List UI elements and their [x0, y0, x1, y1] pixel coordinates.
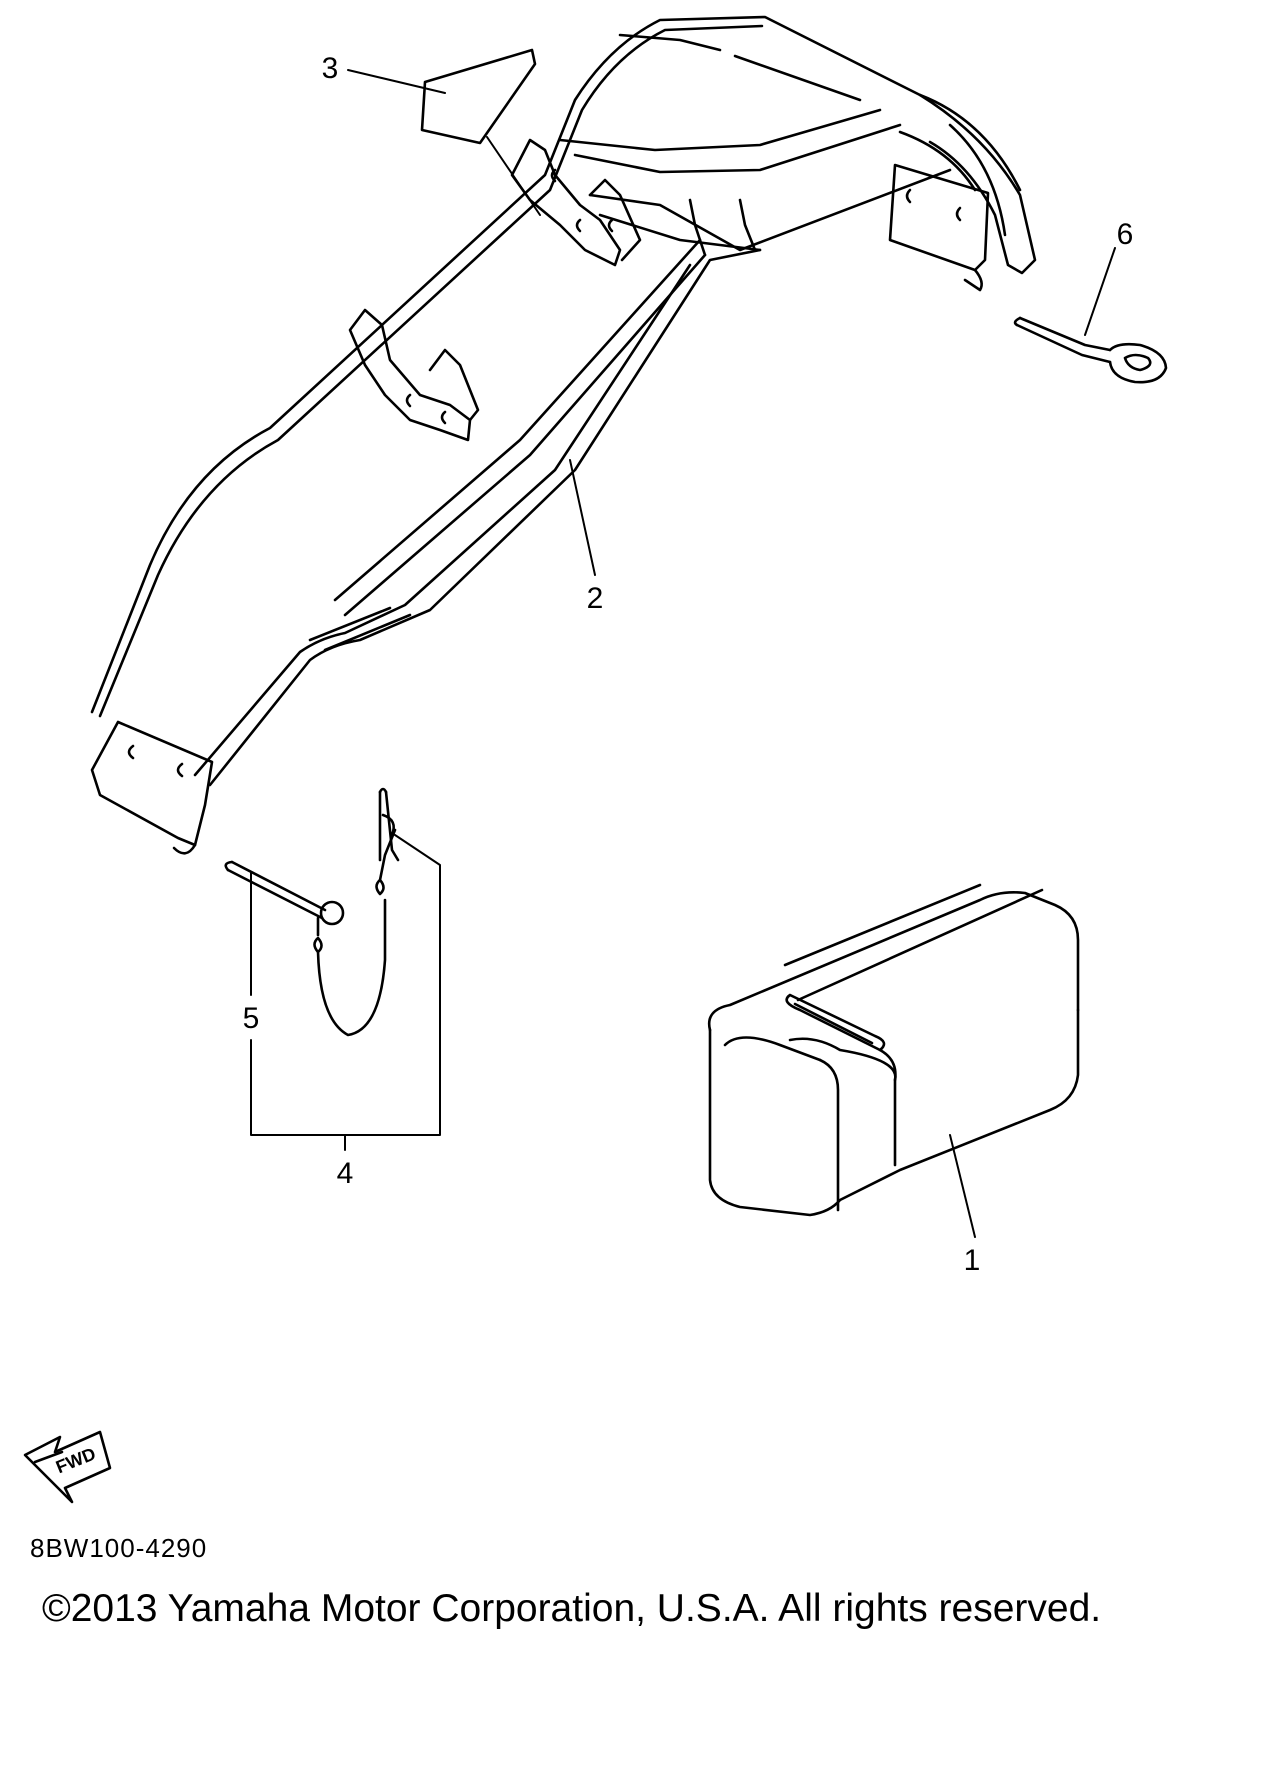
callout-2: 2	[587, 582, 604, 615]
diagram-code: 8BW100-4290	[30, 1533, 208, 1563]
leader-lines	[250, 69, 1116, 1238]
callout-5: 5	[243, 1002, 260, 1035]
upper-bracket	[510, 138, 642, 267]
decal-part-3	[420, 48, 537, 145]
pin-part-6	[1013, 316, 1168, 384]
callout-6: 6	[1117, 218, 1134, 251]
lower-bracket	[348, 308, 480, 442]
case-part-1	[707, 883, 1080, 1217]
callout-labels: 1 2 3 4 5 6 FWD	[53, 52, 1133, 1477]
callout-4: 4	[337, 1157, 354, 1190]
copyright-notice: ©2013 Yamaha Motor Corporation, U.S.A. A…	[42, 1587, 1102, 1630]
rear-mount-plate	[888, 163, 990, 292]
fwd-arrow-icon	[23, 1430, 112, 1504]
callout-1: 1	[964, 1244, 981, 1277]
callout-3: 3	[322, 52, 339, 85]
clevis-pin-part-5	[224, 787, 400, 1037]
front-mount-plate	[90, 720, 214, 855]
rear-fender-part-2	[90, 15, 1037, 855]
